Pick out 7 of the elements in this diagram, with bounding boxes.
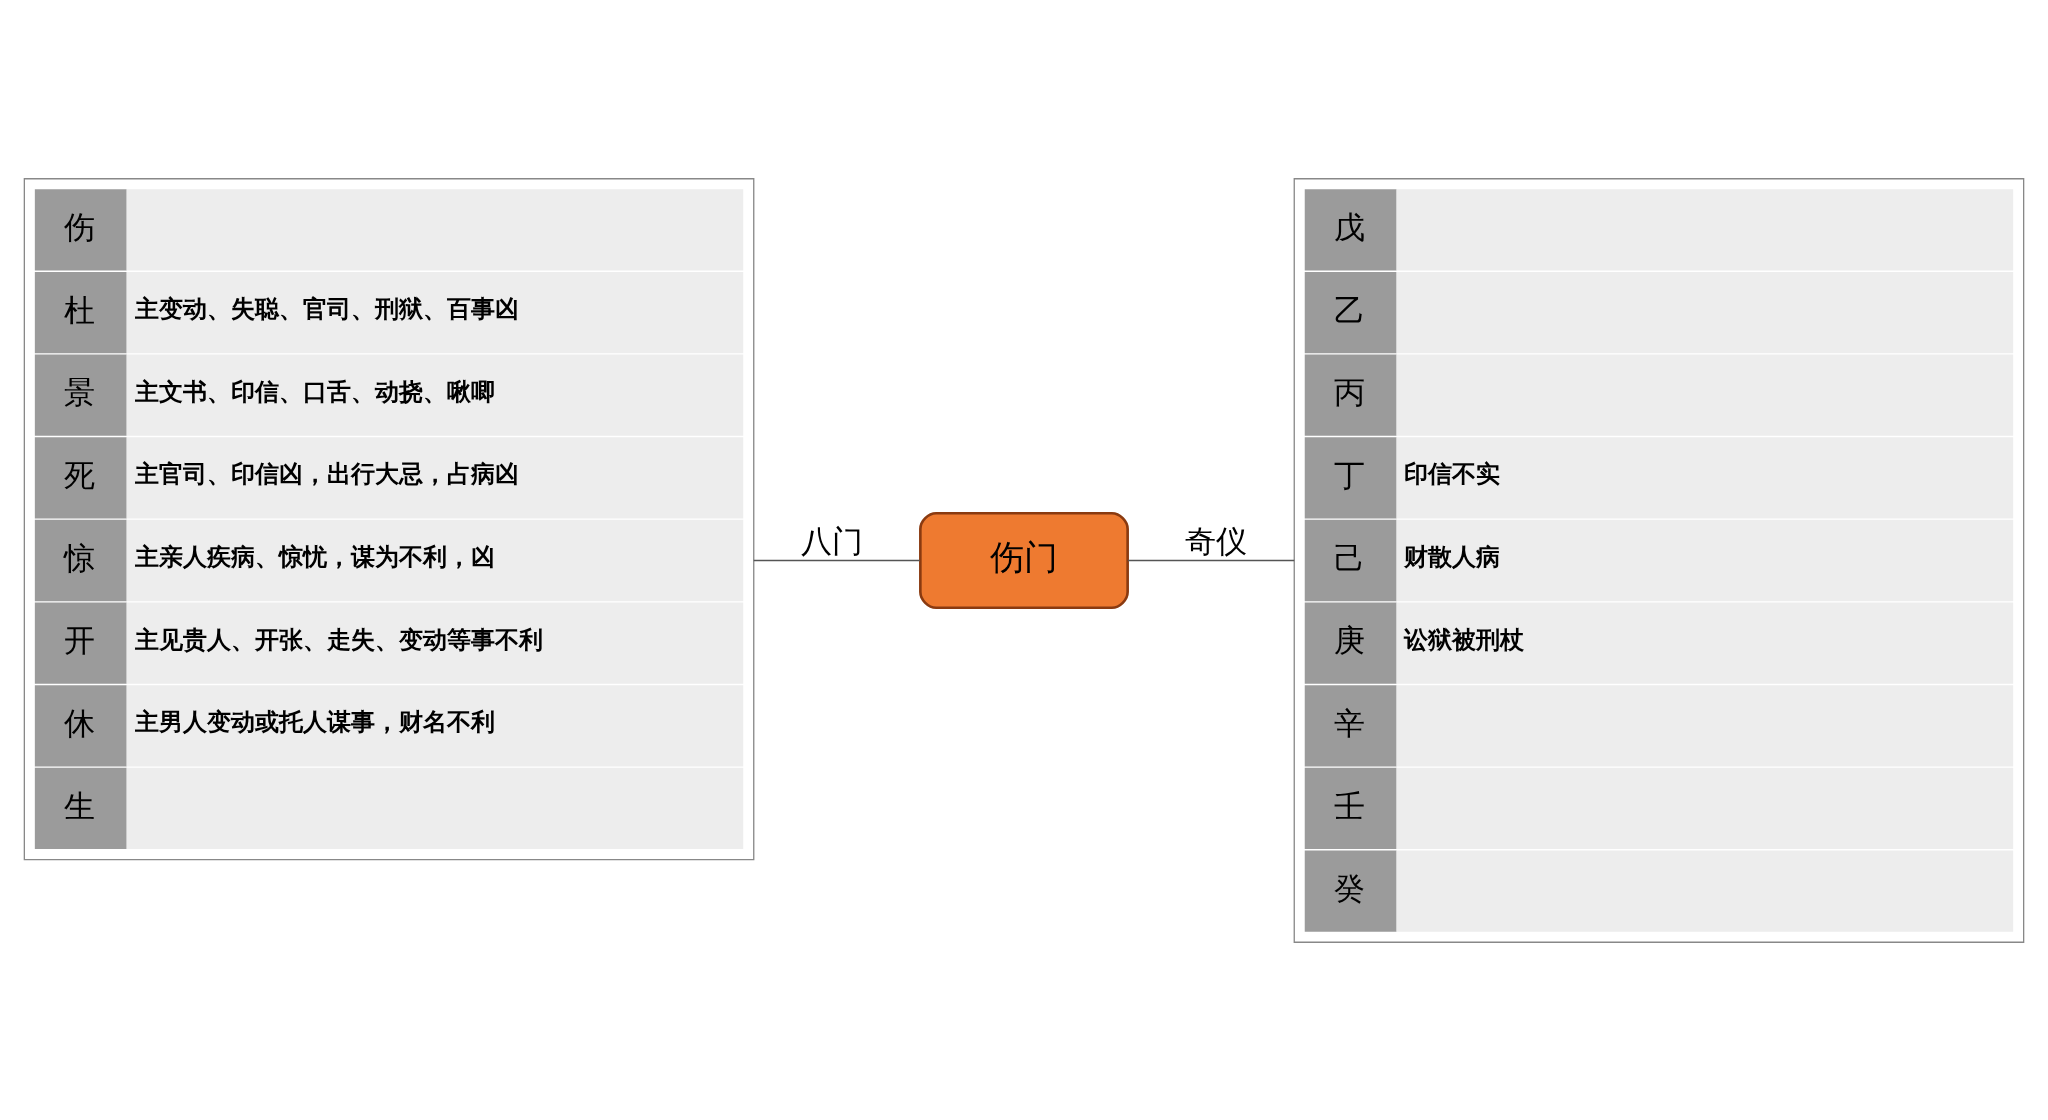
cluster [1293, 177, 2025, 943]
edge-label: 奇仪 [1185, 522, 1248, 559]
connector [1127, 559, 1295, 561]
connector [753, 559, 921, 561]
node-box: 伤门 [919, 511, 1129, 609]
cluster [23, 177, 755, 860]
edge-label: 八门 [800, 522, 863, 559]
